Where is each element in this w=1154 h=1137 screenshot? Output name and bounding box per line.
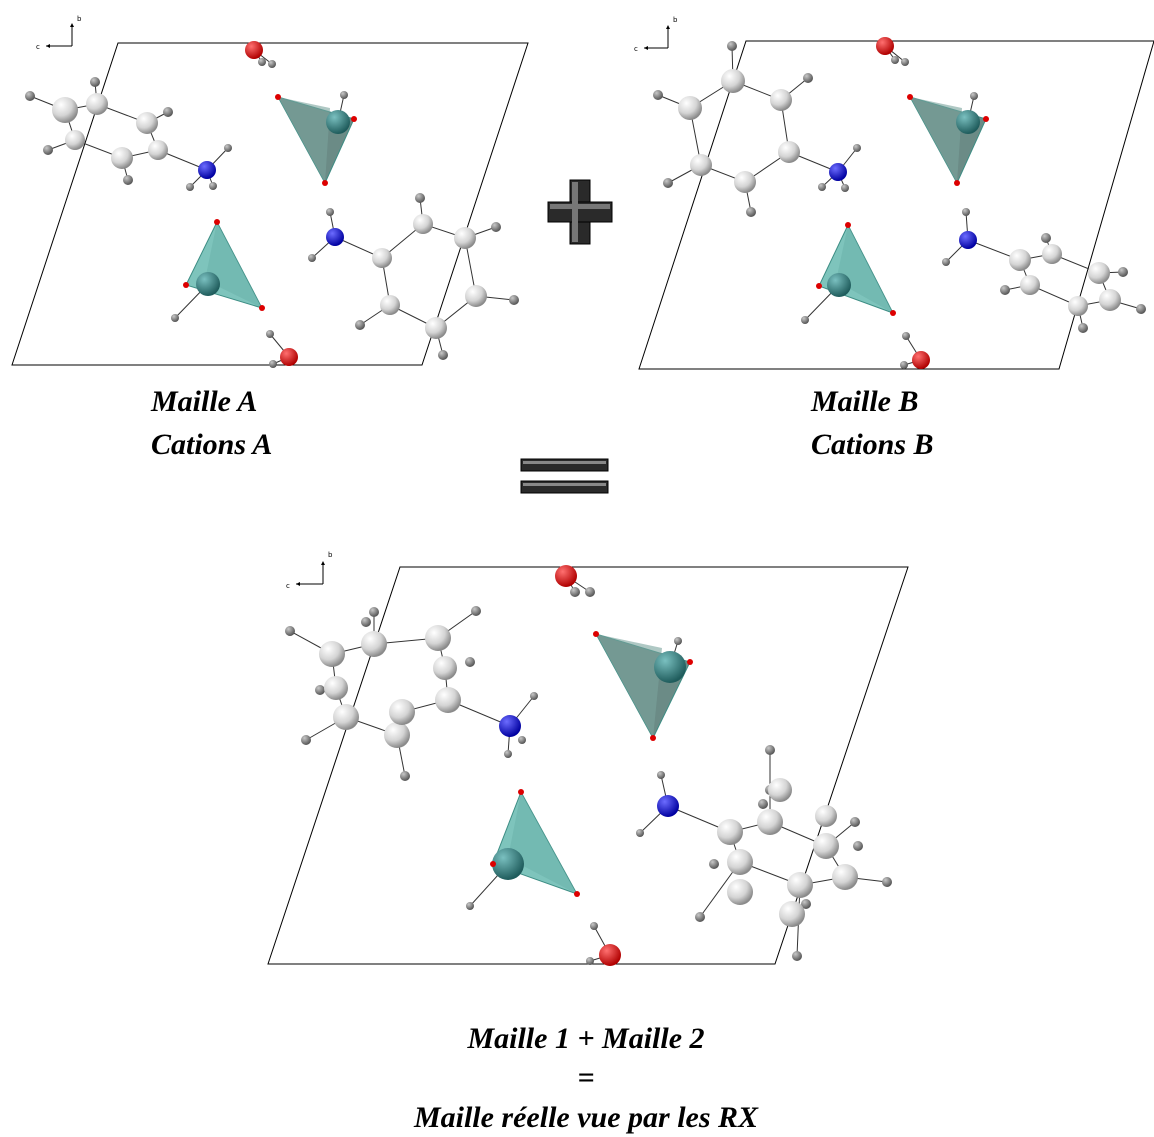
caption-cell-a: Maille A bbox=[151, 385, 258, 418]
molecule-a-left bbox=[25, 77, 232, 191]
axis-b-label: b bbox=[328, 551, 333, 559]
molecule-b-left bbox=[653, 41, 861, 217]
axis-indicator-a: c b bbox=[36, 15, 82, 51]
caption-cations-a: Cations A bbox=[151, 428, 273, 461]
cell-b-frame bbox=[638, 40, 1154, 370]
cell-result-frame bbox=[267, 566, 909, 965]
axis-c-label: c bbox=[36, 43, 40, 51]
caption-sum: Maille 1 + Maille 2 bbox=[467, 1022, 705, 1055]
axis-c-label: c bbox=[286, 582, 290, 590]
molecule-b-right bbox=[942, 208, 1146, 333]
molecule-result-right bbox=[636, 745, 892, 961]
axis-indicator-b: c b bbox=[634, 16, 678, 53]
caption-cell-b: Maille B bbox=[811, 385, 919, 418]
molecule-a-right bbox=[308, 193, 519, 360]
molecule-result-left bbox=[285, 606, 538, 781]
caption-result: Maille réelle vue par les RX bbox=[413, 1101, 759, 1134]
axis-b-label: b bbox=[77, 15, 82, 23]
cell-a-frame bbox=[11, 42, 529, 366]
axis-c-label: c bbox=[634, 45, 638, 53]
water-and-metal-result bbox=[466, 565, 693, 966]
caption-equals: = bbox=[577, 1061, 595, 1094]
caption-cations-b: Cations B bbox=[811, 428, 934, 461]
axis-b-label: b bbox=[673, 16, 678, 24]
water-and-metal-b bbox=[801, 37, 989, 369]
water-and-metal-a bbox=[171, 41, 357, 368]
axis-indicator-result: c b bbox=[286, 551, 333, 590]
